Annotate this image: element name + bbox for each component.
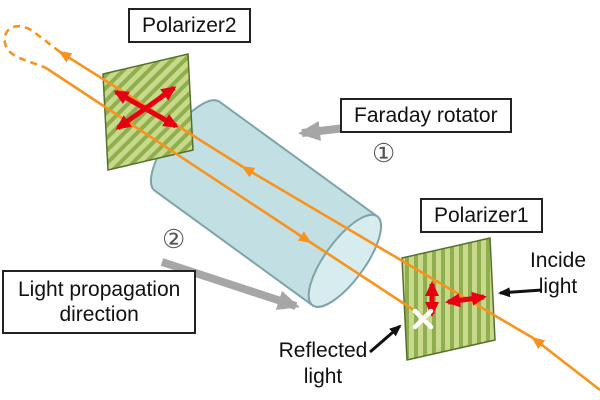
light-propagation-line1: Light propagation xyxy=(18,278,181,301)
light-beam-return xyxy=(45,66,427,320)
beam-return-segment xyxy=(45,66,312,244)
beam-loop-dashed xyxy=(3,24,61,70)
polarization-arrow-p1-horizontal xyxy=(445,291,487,308)
light-propagation-label: Light propagation direction xyxy=(2,270,197,335)
reflected-light-pointer-arrow xyxy=(369,324,402,354)
incident-light-label: Incide light xyxy=(529,249,587,299)
reflected-light-label: Reflected light xyxy=(278,339,368,389)
light-propagation-line2: direction xyxy=(59,303,139,327)
incident-light-pointer-arrow xyxy=(498,287,543,298)
step-1-badge: ① xyxy=(372,138,396,168)
polarization-arrow-p2-b xyxy=(113,89,179,129)
polarizer2-label: Polarizer2 xyxy=(128,8,251,44)
faraday-rotator-label: Faraday rotator xyxy=(340,98,512,134)
beam-incident-segment xyxy=(531,336,600,392)
direction-arrow-2 xyxy=(160,258,300,310)
light-beam-forward xyxy=(3,24,600,392)
beam-blocked-segment xyxy=(309,240,427,320)
polarizer1-label: Polarizer1 xyxy=(420,198,543,234)
step-2-badge: ② xyxy=(162,224,186,254)
blocked-light-x-icon xyxy=(412,308,434,330)
beam-through-cylinder-segment xyxy=(241,165,534,340)
